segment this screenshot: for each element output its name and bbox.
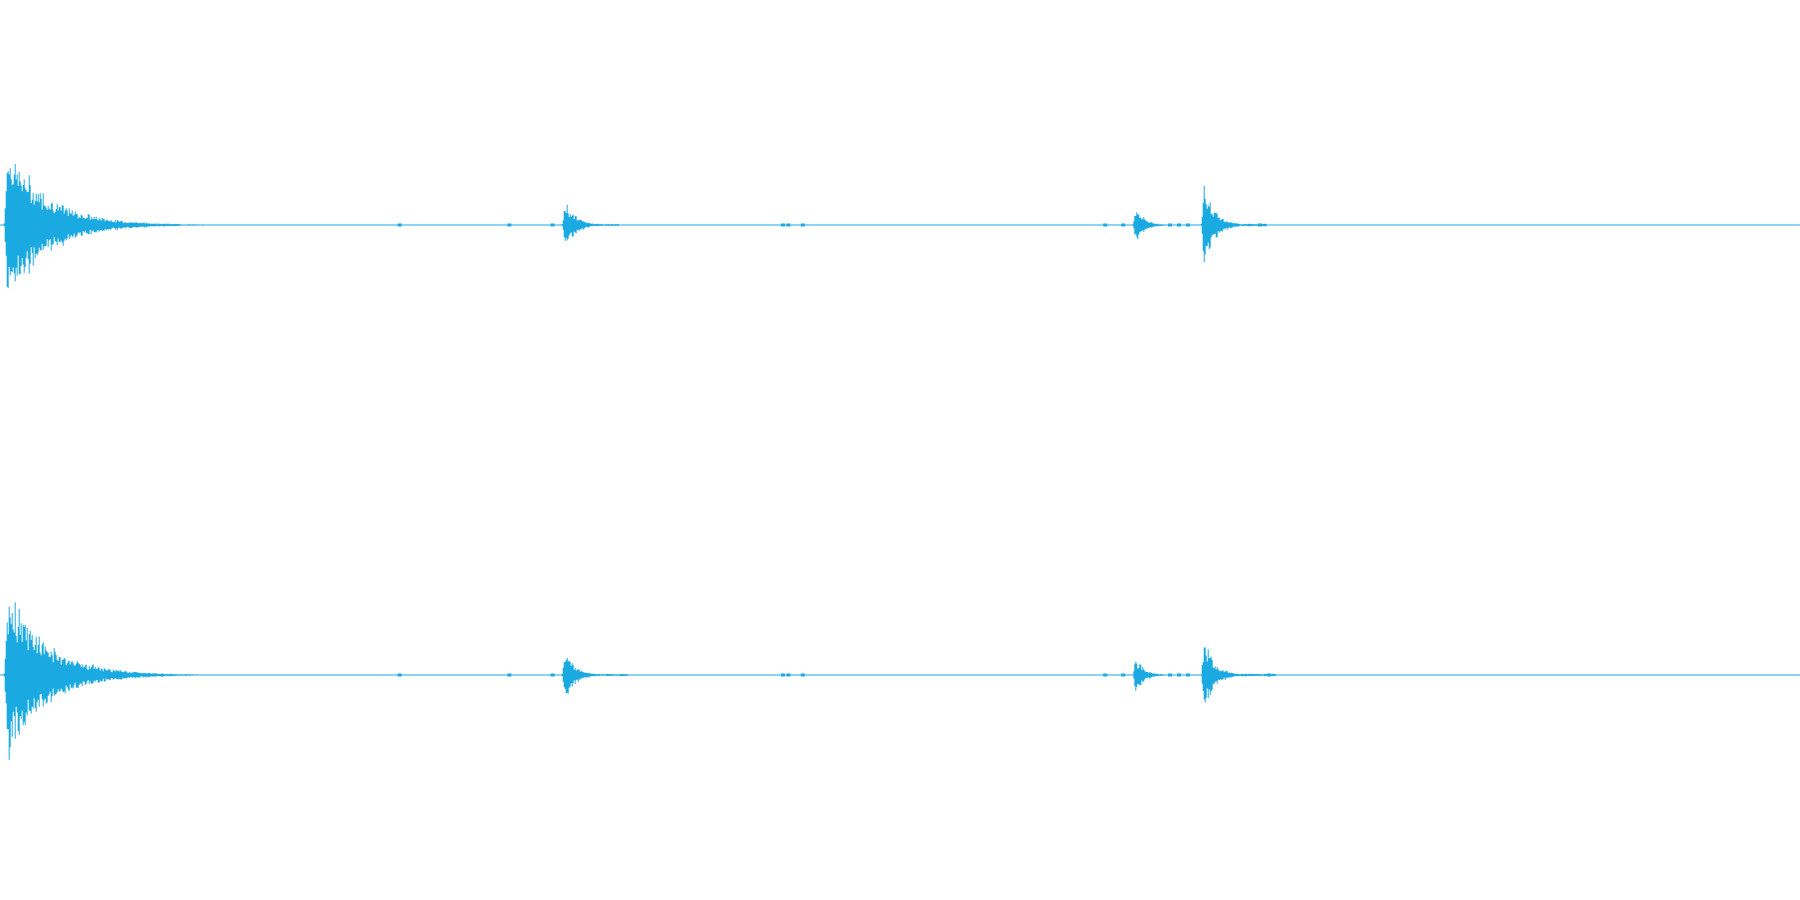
waveform-blip: [1186, 223, 1190, 227]
waveform-blip: [507, 223, 512, 227]
waveform-blip: [786, 223, 791, 227]
waveform-blip: [397, 223, 402, 227]
waveform-blip: [1177, 673, 1181, 677]
waveform-blip: [1103, 673, 1108, 677]
waveform-blip: [1177, 223, 1181, 227]
waveform-blip: [800, 673, 805, 677]
waveform-blip: [397, 673, 402, 677]
waveform-blip: [1103, 223, 1108, 227]
waveform-blip: [1168, 223, 1172, 227]
waveform-blip: [1258, 223, 1262, 227]
waveform-blip: [781, 223, 785, 227]
waveform-blip: [550, 673, 555, 677]
waveform-blip: [786, 673, 791, 677]
waveform-blip: [1186, 673, 1190, 677]
waveform-blip: [507, 673, 512, 677]
waveform-blip: [1267, 673, 1271, 677]
waveform-blip: [550, 223, 555, 227]
waveform-burst: [1200, 647, 1276, 703]
waveform-burst: [3, 602, 295, 760]
channel-2-waveform: [0, 602, 1800, 760]
channel-1-waveform: [0, 164, 1800, 289]
waveform-blip: [800, 223, 805, 227]
waveform-blip: [1168, 673, 1172, 677]
waveform-burst: [1200, 185, 1275, 263]
waveform-blip: [1121, 673, 1126, 677]
waveform-burst: [3, 164, 299, 289]
waveform-blip: [781, 673, 785, 677]
waveform-burst: [561, 658, 630, 694]
waveform-blip: [1121, 223, 1126, 227]
waveform-burst: [561, 204, 631, 241]
